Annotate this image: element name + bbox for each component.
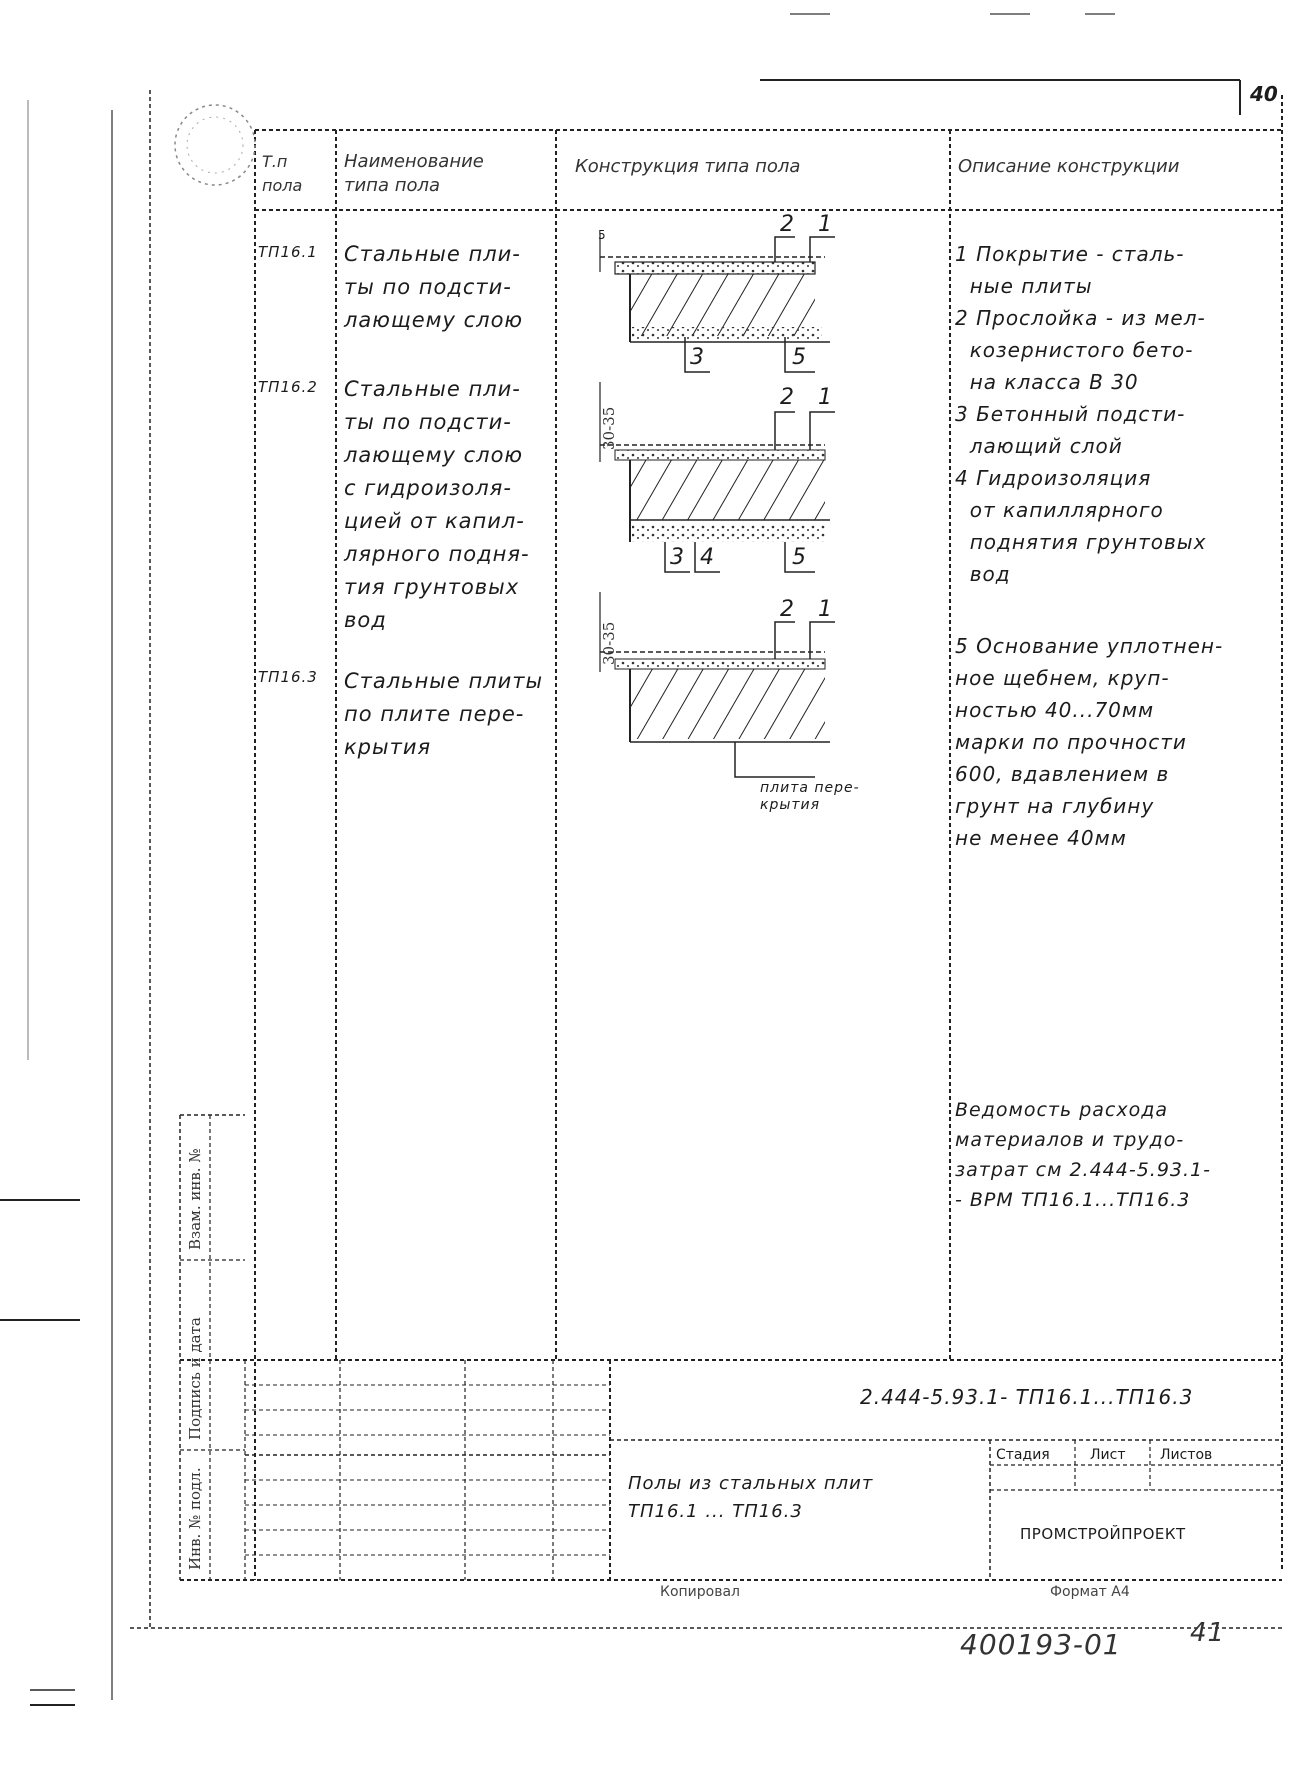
margin-sign-date: Подпись и дата [186, 1317, 204, 1440]
diagram-tp161 [599, 234, 835, 373]
sheet-number: 40 [1250, 82, 1278, 106]
row-name-2: Стальные пли- ты по подсти- лающему слою… [344, 377, 530, 632]
margin-replace-inv: Взам. инв. № [186, 1148, 204, 1250]
organization: ПРОМСТРОЙПРОЕКТ [1020, 1525, 1186, 1543]
diagram-tp162 [599, 382, 835, 573]
header-description: Описание конструкции [958, 156, 1180, 177]
row-name-1: Стальные пли- ты по подсти- лающему слою [344, 242, 524, 332]
d2-label-1: 1 [818, 385, 832, 410]
materials-note: Ведомость расхода материалов и трудо- за… [955, 1099, 1211, 1211]
stamp-icon [174, 104, 256, 186]
document-title: Полы из стальных плит ТП16.1 ... ТП16.3 [628, 1473, 874, 1522]
d2-label-2: 2 [780, 385, 794, 410]
stage-header: Стадия [996, 1447, 1050, 1463]
format-label: Формат А4 [1050, 1584, 1130, 1600]
row-code-2: ТП16.2 [258, 378, 318, 396]
d2-dim: 30-35 [600, 406, 618, 450]
d2-label-3: 3 [670, 545, 684, 570]
inventory-stamp: 400193-01 [960, 1628, 1122, 1661]
d2-label-5: 5 [792, 545, 806, 570]
construction-diagrams [599, 234, 835, 778]
diagram-tp163 [599, 592, 835, 778]
d3-label-1: 1 [818, 597, 832, 622]
d1-label-1: 1 [818, 212, 832, 237]
d2-label-4: 4 [700, 545, 714, 570]
row-code-1: ТП16.1 [258, 243, 318, 261]
row-name-3: Стальные плиты по плите пере- крытия [344, 669, 544, 759]
d3-label-2: 2 [780, 597, 794, 622]
header-name: Наименование типа пола [344, 151, 484, 196]
d1-dim: 5 [598, 228, 606, 242]
designation: 2.444-5.93.1- ТП16.1...ТП16.3 [860, 1385, 1194, 1409]
description-list: 1 Покрытие - сталь- ные плиты 2 Прослойк… [955, 242, 1207, 586]
sheets-header: Листов [1160, 1447, 1213, 1463]
sheet-header: Лист [1090, 1447, 1126, 1463]
margin-inv-orig: Инв. № подл. [186, 1467, 204, 1570]
row-code-3: ТП16.3 [258, 668, 318, 686]
d1-label-5: 5 [792, 345, 806, 370]
d3-slab-label: плита пере- крытия [760, 780, 860, 813]
header-construction: Конструкция типа пола [575, 156, 801, 177]
d1-label-3: 3 [690, 345, 704, 370]
copied-label: Копировал [660, 1584, 740, 1600]
d3-dim: 30-35 [600, 621, 618, 665]
bottom-page-number: 41 [1190, 1618, 1226, 1648]
description-item-5: 5 Основание уплотнен- ное щебнем, круп- … [955, 634, 1224, 850]
d1-label-2: 2 [780, 212, 794, 237]
header-code: Т.п пола [262, 152, 303, 195]
